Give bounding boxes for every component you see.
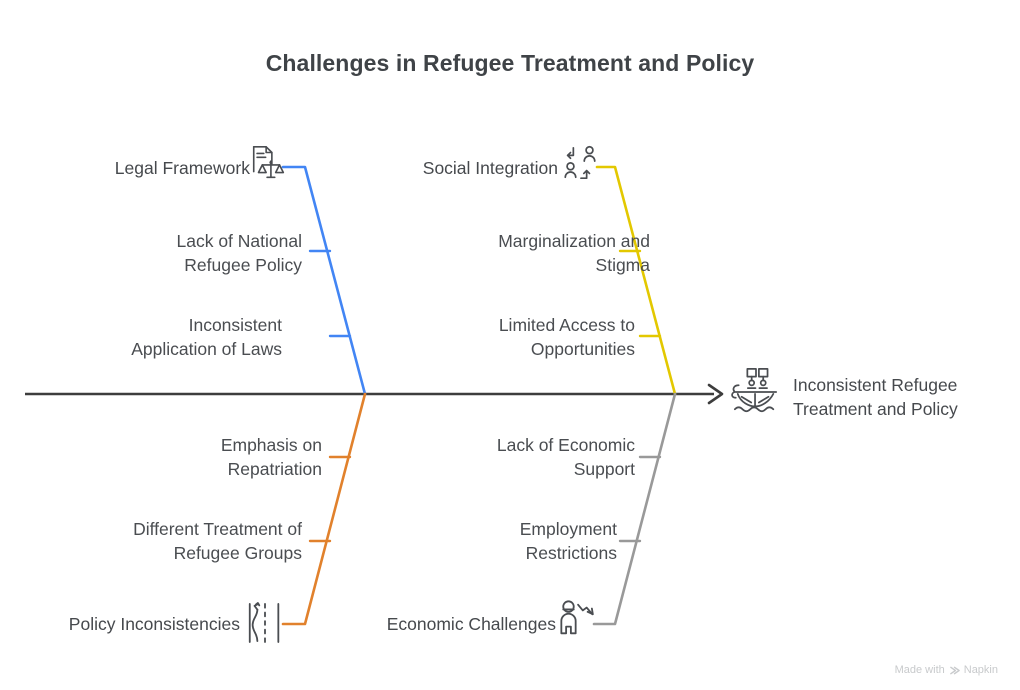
branch-line-economic-challenges [592,392,677,626]
person-decline-icon [557,598,601,645]
category-label-policy-inconsistencies[interactable]: Policy Inconsistencies [68,614,240,634]
people-exchange-icon [560,144,600,187]
watermark-brand: Napkin [963,664,998,676]
branch-line-policy-inconsistencies [281,392,367,626]
watermark: Made with Napkin [895,664,998,676]
effect-label: Inconsistent Refugee Treatment and Polic… [793,375,958,419]
cause-label-social-2: Limited Access to Opportunities [498,315,635,359]
napkin-logo-icon [949,665,960,676]
category-label-legal-framework[interactable]: Legal Framework [114,158,250,178]
cause-label-economic-1: Lack of Economic Support [496,435,635,479]
spine-arrowhead-icon [707,383,724,405]
cause-label-legal-1: Lack of National Refugee Policy [176,231,303,275]
page-title: Challenges in Refugee Treatment and Poli… [265,50,755,76]
cause-label-social-1: Marginalization and Stigma [498,231,650,275]
cause-label-legal-2: Inconsistent Application of Laws [131,315,282,359]
category-label-social-integration[interactable]: Social Integration [422,158,558,178]
cause-label-economic-2: Employment Restrictions [519,519,617,563]
refugee-boat-icon [730,366,782,421]
branch-line-legal-framework [281,165,367,396]
cause-label-policy-1: Emphasis on Repatriation [220,435,322,479]
road-detour-icon [245,600,285,651]
cause-label-policy-2: Different Treatment of Refugee Groups [133,519,302,563]
watermark-text: Made with [894,664,945,676]
document-scales-icon [248,142,290,189]
category-label-economic-challenges[interactable]: Economic Challenges [386,614,556,634]
